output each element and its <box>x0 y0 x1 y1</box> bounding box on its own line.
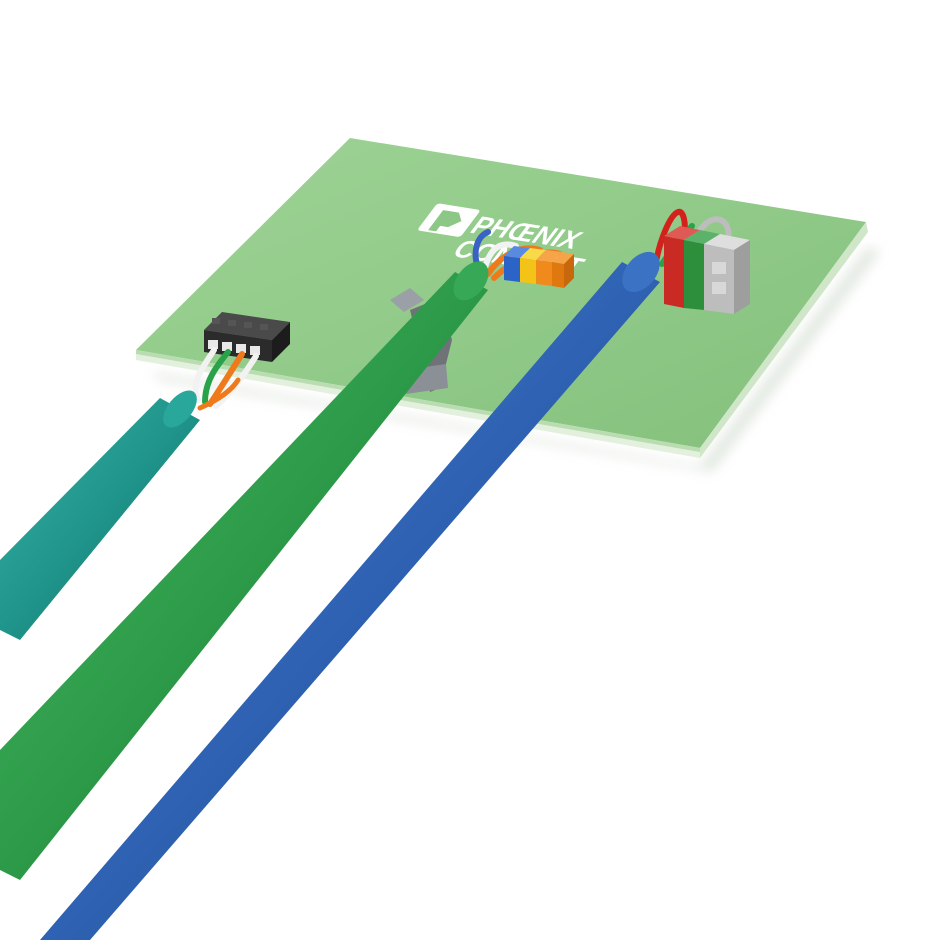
rgb-terminal-block <box>664 226 750 314</box>
multicolor-terminal-block <box>504 246 574 288</box>
green-cable <box>0 261 489 880</box>
teal-cable <box>0 390 200 640</box>
blue-cable <box>40 251 660 940</box>
teal-cable-wires <box>192 347 259 411</box>
